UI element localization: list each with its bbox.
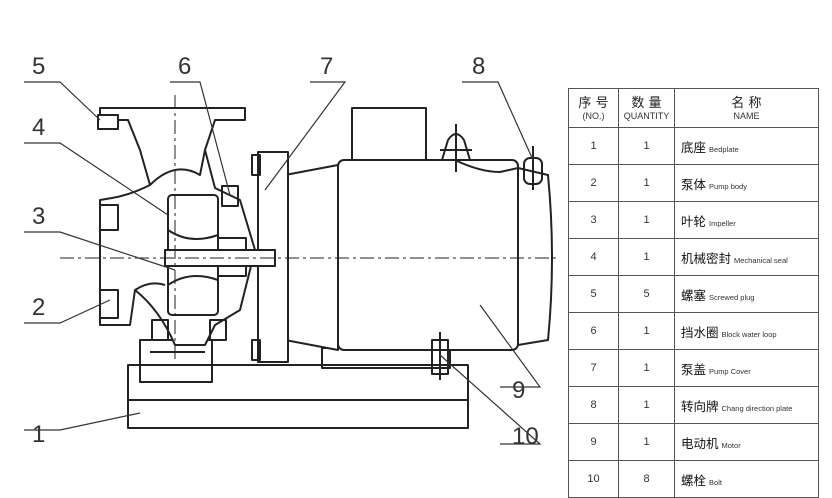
- part-name-zh: 泵体: [681, 176, 707, 192]
- pump-linework: [60, 95, 560, 429]
- part-name-zh: 挡水圈: [681, 324, 719, 340]
- cell-qty: 1: [618, 164, 675, 202]
- cell-no: 1: [568, 127, 619, 165]
- terminal-box: [351, 107, 427, 163]
- cell-qty: 5: [618, 275, 675, 313]
- header-no: 序 号(NO.): [568, 88, 619, 128]
- cell-no: 7: [568, 349, 619, 387]
- part-name-en: Chang direction plate: [721, 403, 793, 413]
- inlet-flange: [100, 204, 119, 319]
- callout-9: 9: [512, 377, 525, 404]
- part-name-en: Pump Cover: [709, 366, 751, 376]
- part-name-en: Bolt: [709, 477, 722, 487]
- motor-body: [337, 159, 519, 351]
- cell-no: 5: [568, 275, 619, 313]
- cell-qty: 1: [618, 349, 675, 387]
- part-name-zh: 螺塞: [681, 287, 707, 303]
- callout-10: 10: [512, 423, 539, 450]
- cell-qty: 8: [618, 460, 675, 498]
- cell-qty: 1: [618, 238, 675, 276]
- callout-4: 4: [32, 114, 45, 141]
- cell-no: 6: [568, 312, 619, 350]
- cell-qty: 1: [618, 312, 675, 350]
- cell-qty: 1: [618, 201, 675, 239]
- callout-1: 1: [32, 421, 45, 448]
- pump-assembly-drawing: 5 4 3 2 1 6 7 8 9 10: [24, 53, 560, 450]
- part-name-zh: 螺栓: [681, 472, 707, 488]
- callout-6: 6: [178, 53, 191, 80]
- volute-inner: [134, 149, 206, 291]
- discharge-flange-bolt: [97, 114, 119, 130]
- part-name-zh: 底座: [681, 139, 707, 155]
- part-name-zh: 叶轮: [681, 213, 707, 229]
- part-name-en: Motor: [721, 440, 741, 450]
- leader-lines: [24, 81, 542, 445]
- cell-no: 2: [568, 164, 619, 202]
- motor-end-cap: [517, 167, 553, 346]
- part-name-en: Bedplate: [709, 144, 739, 154]
- part-name-en: Pump body: [709, 181, 747, 191]
- cell-no: 8: [568, 386, 619, 424]
- part-name-zh: 转向牌: [681, 398, 719, 414]
- part-name-en: Block water loop: [721, 329, 777, 339]
- bedplate: [127, 399, 469, 429]
- callout-2: 2: [32, 294, 45, 321]
- callout-7: 7: [320, 53, 333, 80]
- callout-labels: 5 4 3 2 1 6 7 8 9 10: [32, 53, 539, 450]
- cell-no: 9: [568, 423, 619, 461]
- cell-no: 3: [568, 201, 619, 239]
- cell-qty: 1: [618, 127, 675, 165]
- callout-5: 5: [32, 53, 45, 80]
- cell-qty: 1: [618, 386, 675, 424]
- part-name-zh: 机械密封: [681, 250, 732, 266]
- cell-no: 4: [568, 238, 619, 276]
- cell-qty: 1: [618, 423, 675, 461]
- part-name-zh: 泵盖: [681, 361, 707, 377]
- part-name-zh: 电动机: [681, 435, 719, 451]
- part-name-en: Screwed plug: [709, 292, 755, 302]
- callout-3: 3: [32, 203, 45, 230]
- callout-8: 8: [472, 53, 485, 80]
- cell-no: 10: [568, 460, 619, 498]
- block-water-loop: [221, 185, 239, 207]
- part-name-en: Impeller: [709, 218, 736, 228]
- part-name-en: Mechanical seal: [734, 255, 788, 265]
